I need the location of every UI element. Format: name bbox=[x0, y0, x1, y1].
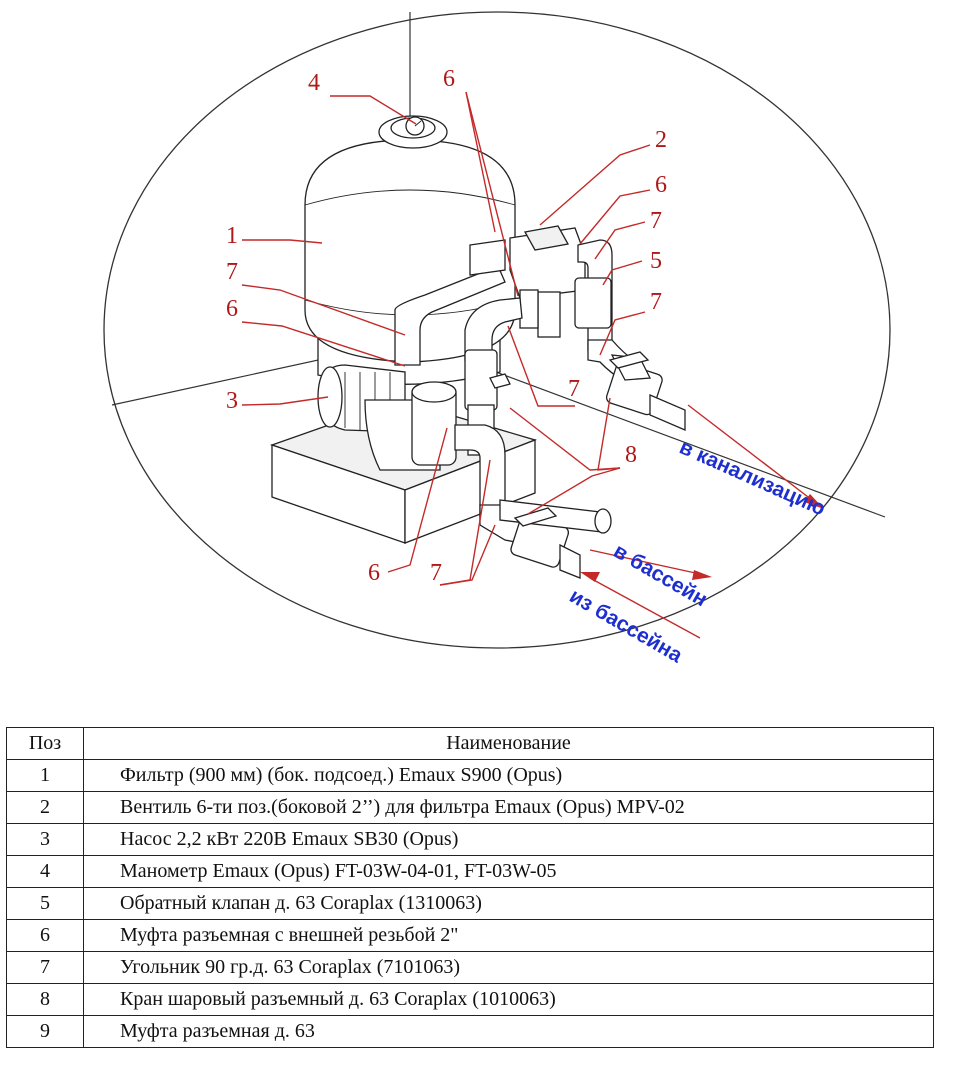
row-pos: 8 bbox=[6, 983, 84, 1016]
table-row: 3 Насос 2,2 кВт 220В Emaux SB30 (Opus) bbox=[6, 823, 934, 856]
flow-label-sewer: в канализацию bbox=[676, 436, 829, 521]
row-name: Насос 2,2 кВт 220В Emaux SB30 (Opus) bbox=[83, 823, 934, 856]
callout-7d: 7 bbox=[568, 376, 580, 402]
parts-table: Поз Наименование 1 Фильтр (900 мм) (бок.… bbox=[6, 727, 934, 1048]
callout-7e: 7 bbox=[430, 560, 442, 586]
callout-6d: 6 bbox=[368, 560, 380, 586]
table-row: 6 Муфта разъемная с внешней резьбой 2" bbox=[6, 919, 934, 952]
row-pos: 4 bbox=[6, 855, 84, 888]
table-row: 5 Обратный клапан д. 63 Coraplax (131006… bbox=[6, 887, 934, 920]
row-pos: 1 bbox=[6, 759, 84, 792]
callout-6a: 6 bbox=[443, 66, 455, 92]
table-row: 4 Манометр Emaux (Opus) FT-03W-04-01, FT… bbox=[6, 855, 934, 888]
callout-5: 5 bbox=[650, 248, 662, 274]
callout-6b: 6 bbox=[655, 172, 667, 198]
row-pos: 7 bbox=[6, 951, 84, 984]
row-name: Манометр Emaux (Opus) FT-03W-04-01, FT-0… bbox=[83, 855, 934, 888]
callout-3: 3 bbox=[226, 388, 238, 414]
callout-8: 8 bbox=[625, 442, 637, 468]
flow-arrows bbox=[580, 404, 824, 639]
pressure-gauge bbox=[405, 116, 425, 136]
row-name: Обратный клапан д. 63 Coraplax (1310063) bbox=[83, 887, 934, 920]
row-name: Вентиль 6-ти поз.(боковой 2’’) для фильт… bbox=[83, 791, 934, 824]
callout-1: 1 bbox=[226, 223, 238, 249]
callout-7a: 7 bbox=[650, 208, 662, 234]
row-name: Кран шаровый разъемный д. 63 Coraplax (1… bbox=[83, 983, 934, 1016]
header-name: Наименование bbox=[83, 727, 934, 760]
header-pos: Поз bbox=[6, 727, 84, 760]
callout-7b: 7 bbox=[226, 259, 238, 285]
row-name: Муфта разъемная с внешней резьбой 2" bbox=[83, 919, 934, 952]
callout-6c: 6 bbox=[226, 296, 238, 322]
row-pos: 3 bbox=[6, 823, 84, 856]
row-pos: 5 bbox=[6, 887, 84, 920]
row-name: Фильтр (900 мм) (бок. подсоед.) Emaux S9… bbox=[83, 759, 934, 792]
ball-valve-handles bbox=[489, 351, 650, 527]
table-row: 7 Угольник 90 гр.д. 63 Coraplax (7101063… bbox=[6, 951, 934, 984]
filter-tank bbox=[304, 115, 516, 385]
row-name: Угольник 90 гр.д. 63 Coraplax (7101063) bbox=[83, 951, 934, 984]
row-pos: 6 bbox=[6, 919, 84, 952]
table-row: 2 Вентиль 6-ти поз.(боковой 2’’) для фил… bbox=[6, 791, 934, 824]
row-name: Муфта разъемная д. 63 bbox=[83, 1015, 934, 1048]
multiport-valve bbox=[509, 225, 586, 338]
row-pos: 9 bbox=[6, 1015, 84, 1048]
installation-diagram: 4 6 2 6 1 7 7 5 6 7 3 7 8 6 7 в канализа… bbox=[103, 11, 891, 668]
row-pos: 2 bbox=[6, 791, 84, 824]
leader-lines bbox=[241, 91, 651, 586]
table-header-row: Поз Наименование bbox=[6, 727, 934, 760]
table-row: 1 Фильтр (900 мм) (бок. подсоед.) Emaux … bbox=[6, 759, 934, 792]
callout-4: 4 bbox=[308, 70, 320, 96]
callout-7c: 7 bbox=[650, 289, 662, 315]
callout-2: 2 bbox=[655, 127, 667, 153]
table-row: 8 Кран шаровый разъемный д. 63 Coraplax … bbox=[6, 983, 934, 1016]
table-row: 9 Муфта разъемная д. 63 bbox=[6, 1015, 934, 1048]
pump-motor bbox=[317, 364, 457, 471]
room-ellipse bbox=[103, 11, 891, 649]
